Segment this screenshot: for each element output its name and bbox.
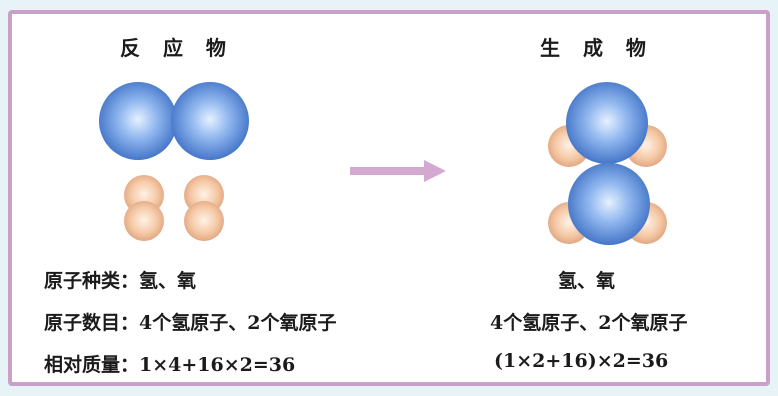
left-atom-count: 原子数目：4个氢原子、2个氧原子	[44, 312, 337, 334]
hydrogen-atom	[184, 201, 224, 241]
hydrogen-atom	[124, 201, 164, 241]
water-molecule	[548, 163, 667, 245]
right-atom-count: 4个氢原子、2个氧原子	[490, 312, 688, 334]
left-atom-type: 原子种类：氢、氧	[44, 270, 197, 292]
left-relative-mass: 相对质量：1×4+16×2=36	[44, 354, 296, 376]
oxygen-atom	[566, 82, 648, 164]
water-molecule	[548, 82, 667, 167]
reaction-arrow-icon	[350, 160, 446, 182]
right-atom-type: 氢、氧	[558, 270, 616, 292]
oxygen-atom	[99, 82, 177, 160]
oxygen-atom	[568, 163, 650, 245]
products-heading: 生 成 物	[540, 36, 654, 60]
reactants-heading: 反 应 物	[120, 36, 234, 60]
oxygen-atom	[171, 82, 249, 160]
hydrogen-molecule	[124, 175, 164, 241]
right-relative-mass: (1×2+16)×2=36	[494, 350, 669, 372]
oxygen-molecule	[99, 82, 249, 160]
hydrogen-molecule	[184, 175, 224, 241]
